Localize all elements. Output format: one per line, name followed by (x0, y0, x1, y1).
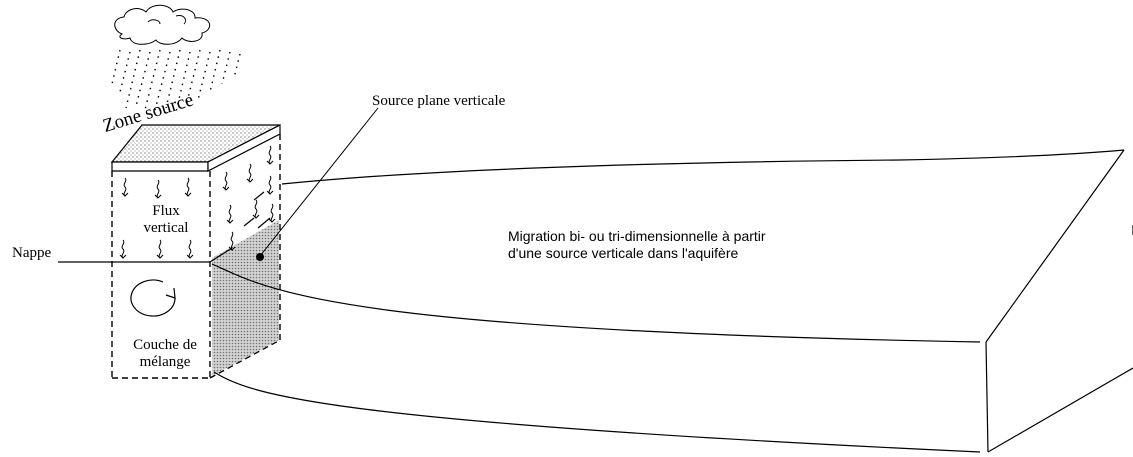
face-hatch-marks (243, 191, 271, 229)
vertical-source-plane (212, 220, 279, 376)
mixing-column (111, 134, 281, 379)
migration-line-2: d'une source verticale dans l'aquifère (508, 245, 739, 261)
migration-label: Migration bi- ou tri-dimensionnelle à pa… (508, 228, 766, 262)
migration-line-1: Migration bi- ou tri-dimensionnelle à pa… (508, 228, 766, 244)
water-table-diagonal (209, 247, 233, 263)
couche-line-1: Couche de (133, 337, 197, 353)
source-plane-label: Source plane verticale (372, 93, 506, 109)
flux-line-2: vertical (143, 220, 189, 236)
flux-line-1: Flux (152, 203, 180, 219)
zone-source-slab (110, 124, 281, 172)
source-plane-dot (256, 253, 264, 261)
couche-line-2: mélange (139, 354, 191, 370)
flux-vertical-label: Flux vertical (116, 203, 216, 237)
rain-streaks (111, 49, 241, 115)
migration-plume (211, 149, 1133, 453)
source-plane-pointer (259, 107, 379, 257)
couche-melange-label: Couche de mélange (115, 337, 215, 371)
circular-mixing-arrow-icon (130, 279, 176, 317)
vertical-flux-arrows (119, 145, 276, 259)
rain-cloud-icon (114, 4, 211, 45)
nappe-label: Nappe (12, 245, 52, 261)
